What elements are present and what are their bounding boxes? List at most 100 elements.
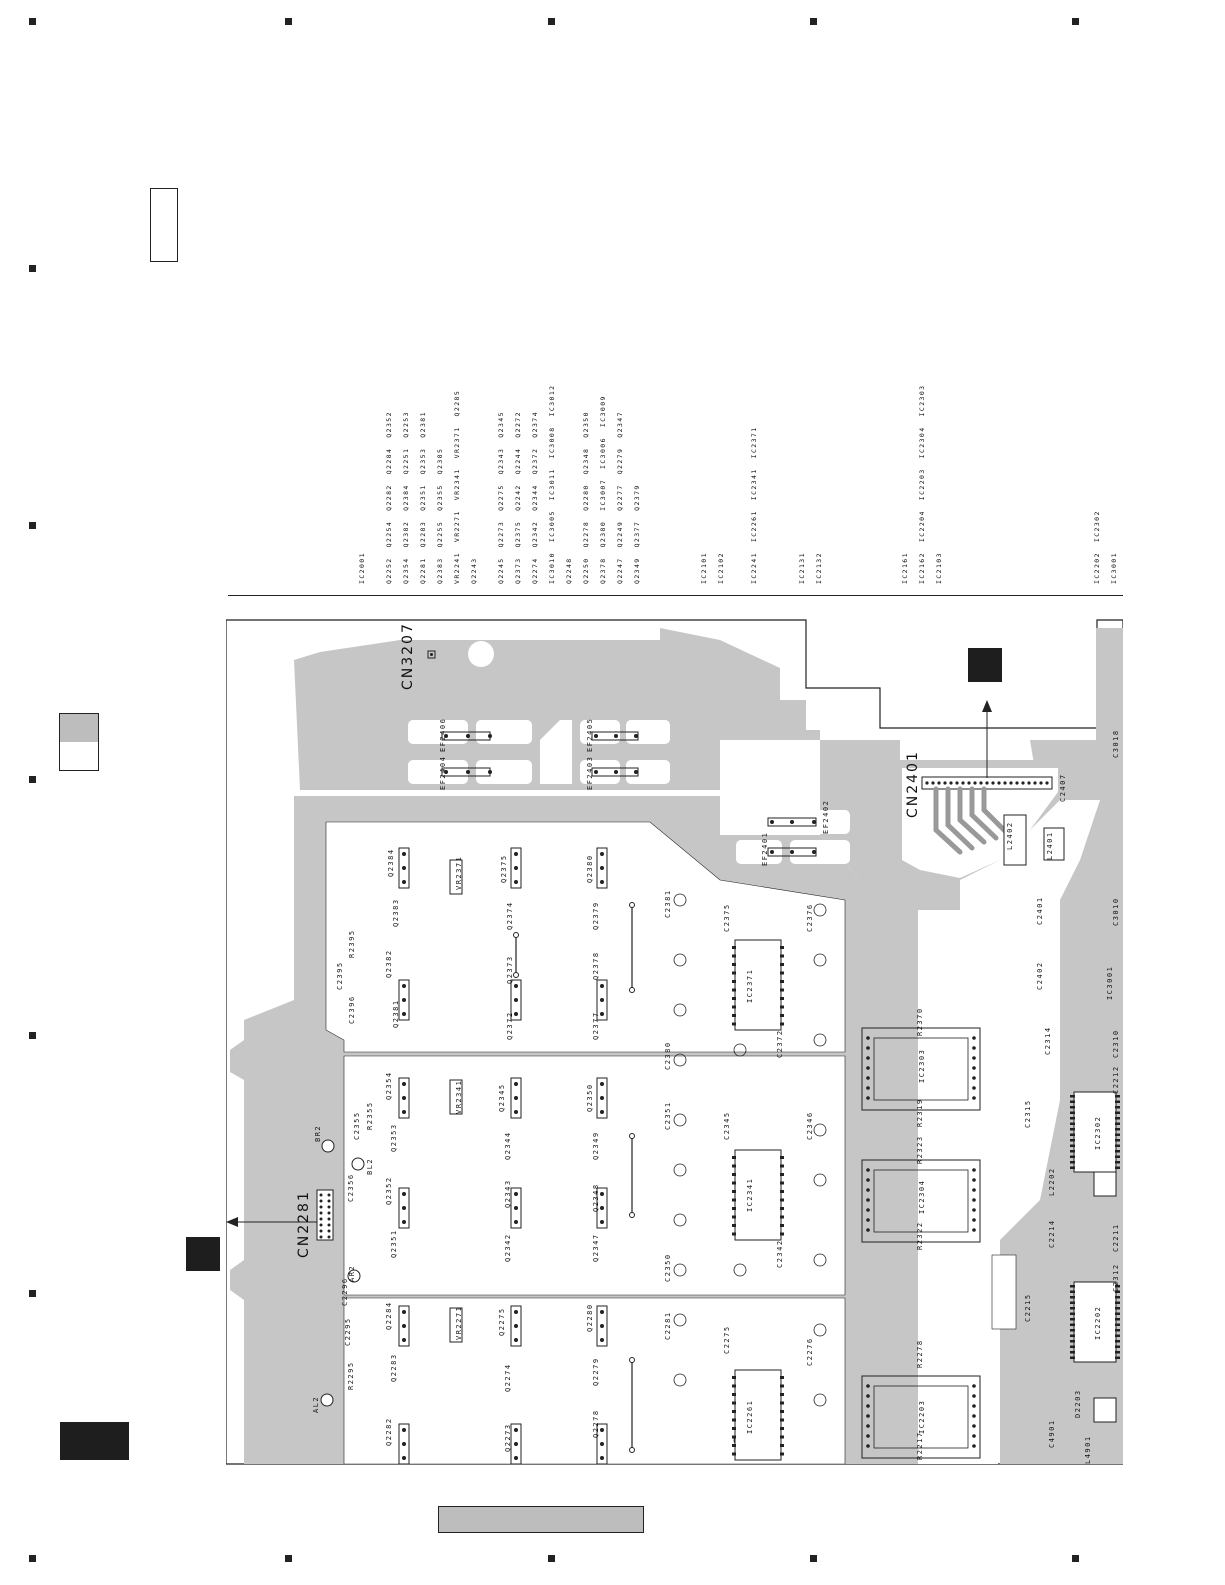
registration-mark [29, 522, 36, 529]
transistor-pin [402, 880, 406, 884]
transistor-pin [600, 1096, 604, 1100]
component-label: C2214 [1048, 1219, 1056, 1248]
connector-pin [1003, 781, 1007, 785]
component-label: Q2354 [385, 1071, 393, 1100]
capacitor [673, 1163, 687, 1177]
transistor-pin [600, 1012, 604, 1016]
connector-pin [319, 1193, 323, 1197]
component-label: Q2282 [385, 1417, 393, 1446]
component-label: D2203 [1074, 1389, 1082, 1418]
transistor-pin [402, 852, 406, 856]
registration-mark [285, 1555, 292, 1562]
connector-pin [319, 1235, 323, 1239]
capacitor [813, 1253, 827, 1267]
ic-package [734, 1149, 782, 1241]
transistor-pin [600, 1206, 604, 1210]
registration-mark [548, 1555, 555, 1562]
component-label: R2217 [916, 1431, 924, 1460]
component-label: VR2271 [455, 1305, 463, 1340]
registration-mark [285, 18, 292, 25]
component-label: Q2273 [504, 1423, 512, 1452]
cn3207-label: CN3207 [400, 622, 416, 690]
transistor-pin [514, 1456, 518, 1460]
transistor-pin [600, 1082, 604, 1086]
ic-package [734, 1369, 782, 1461]
transistor-pin [600, 1442, 604, 1446]
component-label: L2401 [1046, 831, 1054, 860]
connector-pin [319, 1199, 323, 1203]
component-label: C2395 [336, 961, 344, 990]
trimmer-pot [449, 1079, 463, 1115]
transistor-pin [402, 1206, 406, 1210]
component-label: C2355 [353, 1111, 361, 1140]
capacitor [673, 953, 687, 967]
component-label: EF2402 [822, 799, 830, 834]
component-label: AR2 [348, 1264, 356, 1282]
transistor-pin [402, 866, 406, 870]
component-label: Q2347 [592, 1233, 600, 1262]
registration-mark [29, 776, 36, 783]
component-label: C2351 [664, 1101, 672, 1130]
connector-pin [967, 781, 971, 785]
trimmer-pot [449, 1307, 463, 1343]
component-label: Q2283 [390, 1353, 398, 1382]
capacitor [673, 893, 687, 907]
divider-line [228, 595, 1123, 596]
registration-mark [810, 18, 817, 25]
component-label: BR2 [314, 1124, 322, 1142]
connector-pin [973, 781, 977, 785]
component-label: EF2405 [586, 717, 594, 752]
transistor-pin [600, 1324, 604, 1328]
chip-component [1093, 1397, 1117, 1423]
registration-mark [29, 1032, 36, 1039]
component-label: R2395 [348, 929, 356, 958]
component-label: C2212 [1112, 1065, 1120, 1094]
capacitor [813, 1173, 827, 1187]
component-label: Q2372 [506, 1011, 514, 1040]
component-label: IC2261 [746, 1399, 754, 1434]
component-label: L2402 [1006, 821, 1014, 850]
transistor-pin [402, 1428, 406, 1432]
transistor-pin [402, 1310, 406, 1314]
component-label: Q2375 [500, 854, 508, 883]
transistor-pin [514, 1012, 518, 1016]
transistor-pin [402, 1442, 406, 1446]
connector-pin [931, 781, 935, 785]
connector-marker-cn2281 [186, 1237, 220, 1271]
transistor-pin [402, 1456, 406, 1460]
component-label: IC3001 [1106, 965, 1114, 1000]
component-label: Q2278 [592, 1409, 600, 1438]
component-label: C2310 [1112, 1029, 1120, 1058]
capacitor [673, 1213, 687, 1227]
connector-pin [985, 781, 989, 785]
component-label: C2315 [1024, 1099, 1032, 1128]
component-label: Q2383 [392, 898, 400, 927]
connector-pin [327, 1235, 331, 1239]
component-label: Q2384 [387, 848, 395, 877]
registration-mark [548, 18, 555, 25]
component-label: Q2374 [506, 901, 514, 930]
registration-mark [29, 1555, 36, 1562]
capacitor [673, 1113, 687, 1127]
connector-pin [961, 781, 965, 785]
connector-pin [327, 1205, 331, 1209]
transistor-pin [402, 1012, 406, 1016]
component-label: C2276 [806, 1337, 814, 1366]
component-label: C2312 [1112, 1263, 1120, 1292]
transistor-pin [600, 880, 604, 884]
component-label: R2295 [347, 1361, 355, 1390]
transistor-pin [600, 1220, 604, 1224]
component-label: Q2381 [392, 999, 400, 1028]
component-label: Q2378 [592, 951, 600, 980]
component-label: C2401 [1036, 896, 1044, 925]
component-label: C2375 [723, 903, 731, 932]
transistor-pin [600, 984, 604, 988]
connector-pin [979, 781, 983, 785]
transistor-pin [514, 1428, 518, 1432]
transistor-pin [514, 1082, 518, 1086]
registration-mark [810, 1555, 817, 1562]
section-marker-block [60, 1422, 129, 1460]
connector-pin [949, 781, 953, 785]
connector-pin [1033, 781, 1037, 785]
transistor-pin [514, 1338, 518, 1342]
